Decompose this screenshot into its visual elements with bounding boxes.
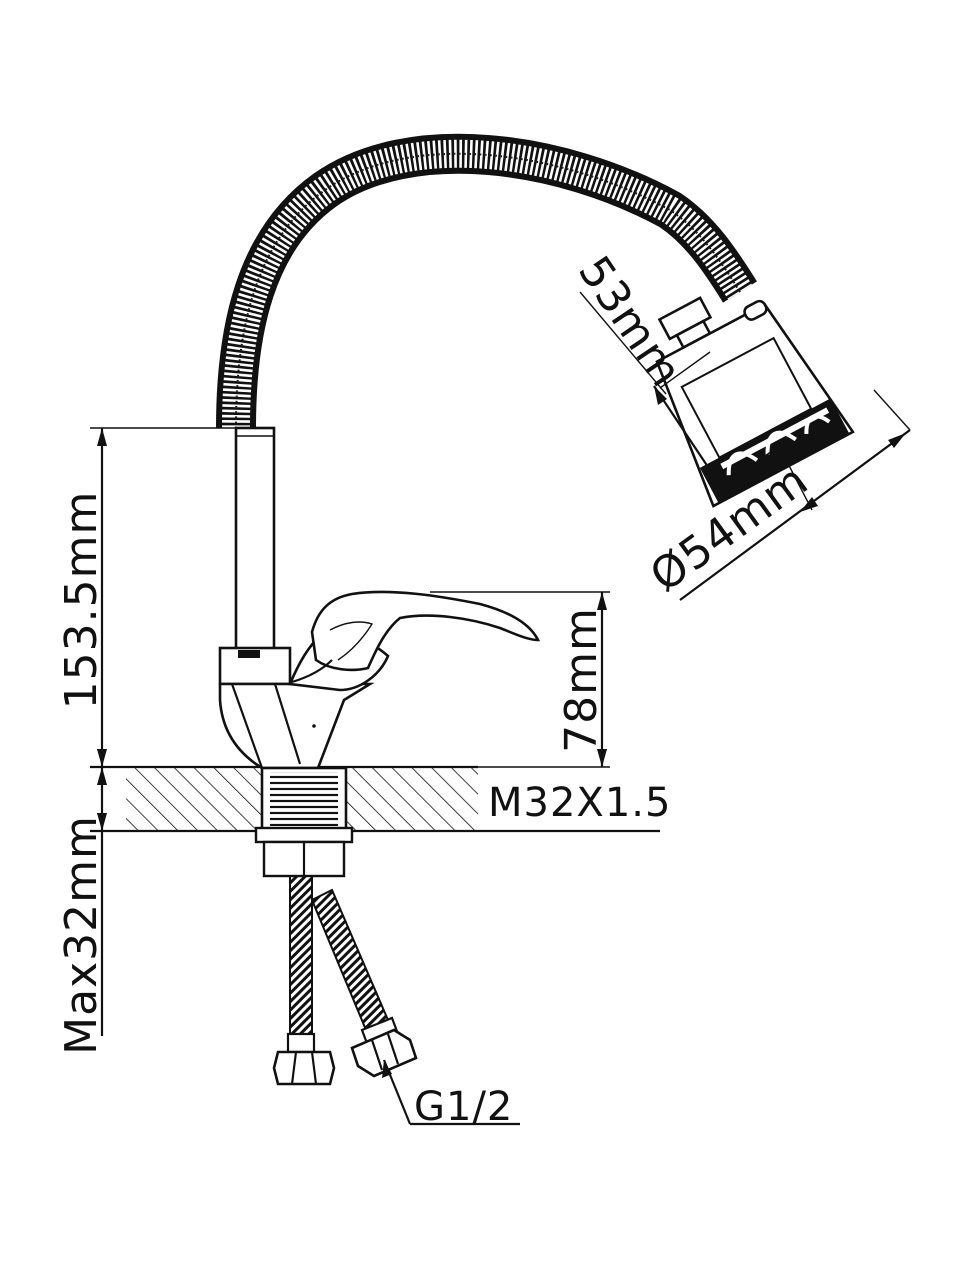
dimension-spout-height: 153.5mm bbox=[56, 427, 236, 767]
hex-nut-right bbox=[350, 1028, 418, 1078]
label-hose-thread: G1/2 bbox=[414, 1084, 513, 1130]
label-mount-thread: M32X1.5 bbox=[488, 780, 671, 826]
leader-mount-thread: M32X1.5 bbox=[488, 780, 671, 826]
threaded-shank bbox=[254, 766, 354, 878]
hex-nut-left bbox=[272, 1050, 336, 1086]
label-counter-thickness: Max32mm bbox=[56, 815, 107, 1055]
spout-tube bbox=[234, 426, 276, 652]
label-body-height: 78mm bbox=[556, 607, 607, 753]
dimension-counter-thickness: Max32mm bbox=[56, 767, 107, 1055]
label-spout-height: 153.5mm bbox=[56, 491, 107, 710]
flexible-spout-hose bbox=[216, 133, 757, 429]
dimension-body-height: 78mm bbox=[430, 591, 610, 768]
supply-hoses bbox=[286, 875, 400, 1054]
faucet-body bbox=[218, 590, 541, 770]
leader-hose-thread: G1/2 bbox=[382, 1059, 520, 1130]
